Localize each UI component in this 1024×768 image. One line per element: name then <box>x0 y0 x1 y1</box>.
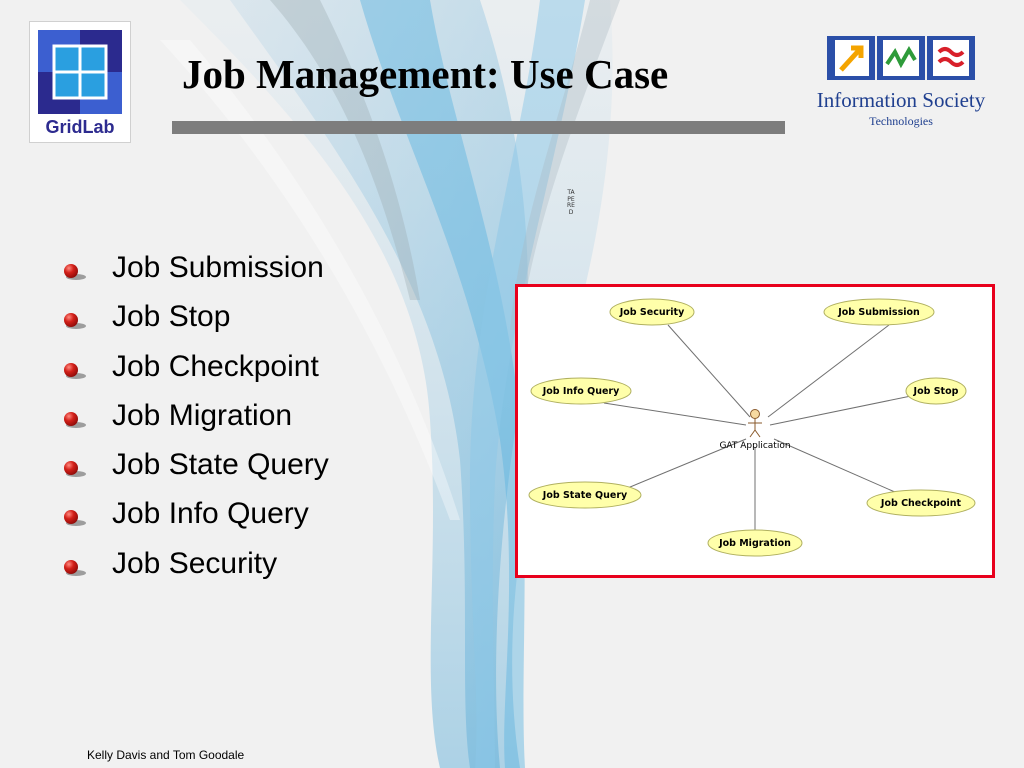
use-case-job-stop: Job Stop <box>905 377 967 405</box>
use-case-label: Job State Query <box>542 490 628 501</box>
use-case-job-info-query: Job Info Query <box>530 377 632 405</box>
use-case-job-migration: Job Migration <box>707 529 803 557</box>
ist-logo-line2: Technologies <box>869 114 933 128</box>
actor-figure-icon <box>748 409 762 438</box>
red-sphere-bullet-icon <box>64 411 86 428</box>
use-case-job-security: Job Security <box>609 298 695 326</box>
vertical-note: TAPERED <box>567 189 575 216</box>
use-case-diagram: GAT Application Job Security Job Submiss… <box>515 284 995 578</box>
footer-authors: Kelly Davis and Tom Goodale <box>87 748 245 762</box>
gridlab-logo: GridLab <box>29 21 131 143</box>
use-case-job-submission: Job Submission <box>823 298 935 326</box>
gridlab-emblem-icon <box>38 30 122 114</box>
bullet-label: Job Info Query <box>112 497 309 531</box>
red-sphere-bullet-icon <box>64 559 86 576</box>
actor-label: GAT Application <box>719 441 790 451</box>
bullet-label: Job Checkpoint <box>112 349 319 383</box>
use-case-job-checkpoint: Job Checkpoint <box>866 489 976 517</box>
use-case-label: Job Security <box>619 307 685 318</box>
association-lines <box>603 324 912 533</box>
bullet-label: Job Security <box>112 546 278 580</box>
gridlab-logo-text: GridLab <box>45 117 115 137</box>
ist-logo-line1: Information Society <box>816 88 986 112</box>
use-case-label: Job Migration <box>718 538 791 549</box>
use-case-label: Job Info Query <box>542 386 620 397</box>
title-underline <box>172 121 785 134</box>
ist-emblem-icon <box>827 36 975 80</box>
use-case-label: Job Stop <box>913 386 959 397</box>
bullet-label: Job Migration <box>112 398 293 432</box>
red-sphere-bullet-icon <box>64 362 86 379</box>
ist-logo: Information Society Technologies <box>805 30 997 130</box>
bullet-label: Job State Query <box>112 448 329 482</box>
red-sphere-bullet-icon <box>64 264 86 280</box>
use-case-label: Job Checkpoint <box>880 498 962 509</box>
bullet-label: Job Stop <box>112 300 231 334</box>
bullet-label: Job Submission <box>112 251 324 284</box>
slide-title: Job Management: Use Case <box>182 51 669 97</box>
use-case-label: Job Submission <box>837 307 920 318</box>
use-case-job-state-query: Job State Query <box>528 481 642 509</box>
